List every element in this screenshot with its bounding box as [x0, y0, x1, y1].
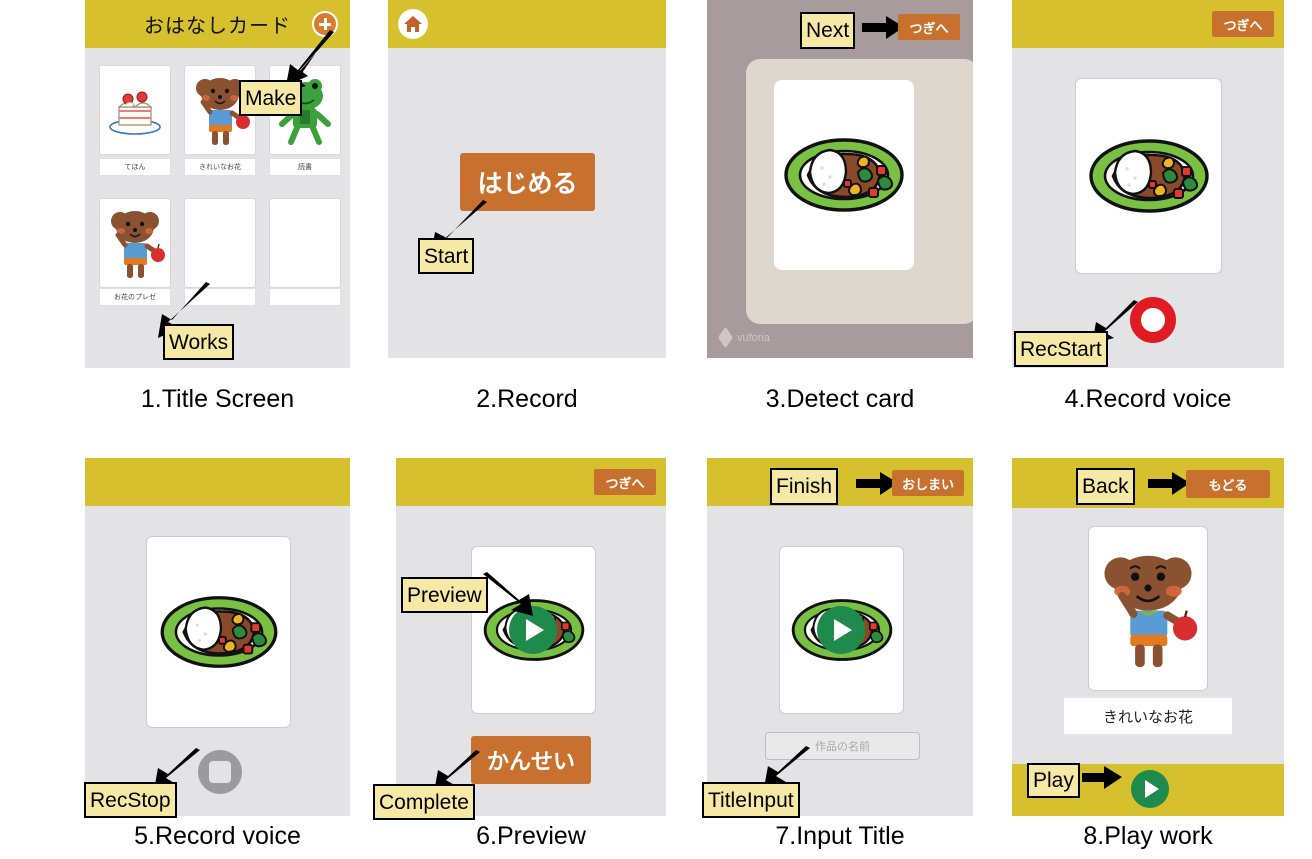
panel-detect-card: vuforia [707, 0, 973, 358]
panel-caption-6: 6.Preview [476, 822, 586, 850]
vuforia-watermark: vuforia [717, 326, 771, 349]
story-card [1088, 526, 1208, 691]
annotation-arrow-preview [483, 572, 533, 616]
annotation-preview: Preview [401, 577, 488, 613]
bear-icon [196, 78, 250, 145]
story-card [1075, 78, 1222, 274]
annotation-play: Play [1027, 763, 1080, 798]
app-header: おはなしカード [85, 0, 350, 48]
thumbnail-4[interactable] [184, 198, 256, 288]
next-button[interactable]: つぎへ [594, 469, 656, 495]
thumbnail-label-2: 読書 [269, 158, 341, 176]
app-header: つぎへ [396, 458, 666, 506]
title-input[interactable]: 作品の名前 [765, 732, 920, 760]
record-stop-icon[interactable] [198, 750, 242, 794]
next-button[interactable]: つぎへ [898, 14, 960, 40]
annotation-arrow-complete [434, 750, 480, 792]
thumbnail-label-3: お花のプレゼ [99, 288, 171, 306]
thumbnail-5[interactable] [269, 198, 341, 288]
thumbnail-0[interactable] [99, 65, 171, 155]
vuforia-label: vuforia [737, 331, 771, 344]
play-triangle-icon [526, 619, 544, 641]
panel-caption-4: 4.Record voice [1064, 385, 1232, 413]
bear-icon [1104, 555, 1198, 667]
thumbnail-label-0: てほん [99, 158, 171, 176]
app-header [388, 0, 666, 48]
home-icon[interactable] [398, 9, 428, 39]
annotation-arrow-finish [856, 472, 898, 495]
work-title: きれいなお花 [1064, 698, 1232, 734]
stop-square-icon [209, 761, 231, 783]
annotation-back: Back [1076, 468, 1135, 505]
panel-record-voice-start: つぎへ [1012, 0, 1284, 368]
story-card [146, 536, 291, 728]
annotation-recstart: RecStart [1014, 331, 1108, 367]
vuforia-logo-icon [717, 326, 734, 349]
card-target-area [774, 80, 914, 270]
thumbnail-label-4 [184, 288, 256, 306]
panel-record-voice-stop [85, 458, 350, 816]
panel-caption-7: 7.Input Title [775, 822, 905, 850]
annotation-complete: Complete [373, 784, 475, 820]
next-button[interactable]: つぎへ [1212, 11, 1274, 37]
bear-icon [111, 211, 165, 278]
play-icon[interactable] [817, 606, 865, 654]
annotation-arrow-titleinput [764, 746, 810, 788]
record-start-icon[interactable] [1130, 297, 1176, 343]
panel-play-work: きれいなお花 [1012, 458, 1284, 816]
panel-preview: つぎへ かんせい [396, 458, 666, 816]
panel-caption-3: 3.Detect card [765, 385, 915, 413]
annotation-arrow-next [862, 16, 904, 39]
annotation-make: Make [239, 80, 303, 116]
thumbnail-label-5 [269, 288, 341, 306]
finish-button[interactable]: おしまい [892, 470, 964, 496]
app-header: つぎへ [1012, 0, 1284, 48]
app-header [85, 458, 350, 506]
annotation-titleinput: TitleInput [702, 782, 800, 818]
annotation-arrow-back [1148, 472, 1190, 495]
curry-plate-icon [160, 596, 277, 668]
panel-caption-8: 8.Play work [1083, 822, 1213, 850]
curry-plate-icon [1088, 139, 1209, 213]
panel-record: はじめる [388, 0, 666, 358]
annotation-start: Start [418, 238, 475, 274]
annotation-arrow-make [284, 30, 334, 92]
play-triangle-icon [834, 619, 852, 641]
annotation-recstop: RecStop [84, 782, 177, 818]
panel-input-title: 作品の名前 [707, 458, 973, 816]
page-title: おはなしカード [144, 13, 291, 38]
plus-icon[interactable] [312, 11, 338, 37]
play-triangle-icon [1144, 780, 1159, 798]
panel-caption-1: 1.Title Screen [140, 385, 295, 413]
annotation-next: Next [800, 12, 856, 49]
annotation-works: Works [163, 324, 235, 360]
complete-button[interactable]: かんせい [471, 736, 591, 784]
thumbnail-3[interactable] [99, 198, 171, 288]
panel-caption-2: 2.Record [476, 385, 578, 413]
cake-icon [109, 91, 161, 135]
curry-plate-icon [784, 138, 904, 212]
thumbnail-label-1: きれいなお花 [184, 158, 256, 176]
annotation-finish: Finish [770, 468, 839, 505]
back-button[interactable]: もどる [1186, 470, 1270, 498]
annotation-arrow-recstop [154, 748, 200, 790]
annotation-arrow-play [1082, 766, 1122, 789]
play-icon[interactable] [509, 606, 557, 654]
play-button[interactable] [1131, 770, 1169, 808]
panel-caption-5: 5.Record voice [134, 822, 301, 850]
